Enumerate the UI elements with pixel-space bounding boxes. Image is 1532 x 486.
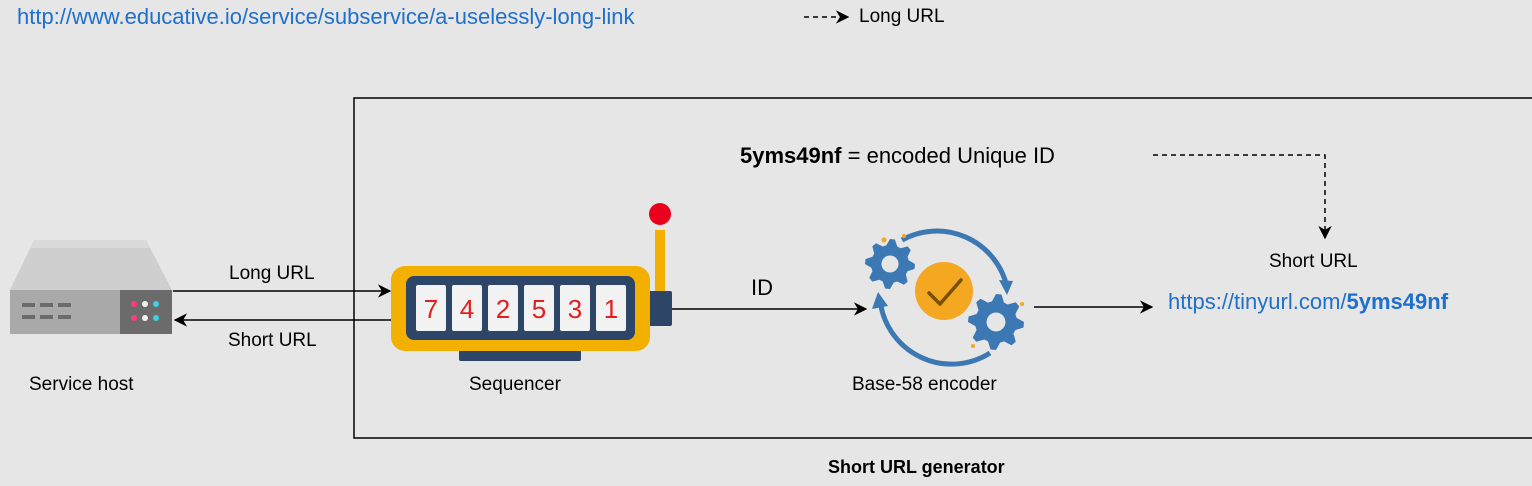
encoded-note-arrow — [1153, 154, 1332, 240]
server-icon — [10, 240, 172, 334]
gear-icon — [968, 294, 1024, 350]
id-label: ID — [751, 275, 773, 300]
service-host-label: Service host — [29, 374, 134, 395]
sequencer-digit: 2 — [496, 294, 510, 324]
long-url-caption: Long URL — [859, 6, 945, 27]
sequencer-digit: 3 — [568, 294, 582, 324]
sequencer-digit: 4 — [460, 294, 474, 324]
sequencer-digit: 1 — [604, 294, 618, 324]
sequencer-digit: 5 — [532, 294, 546, 324]
long-link-text[interactable]: http://www.educative.io/service/subservi… — [17, 4, 635, 29]
sequencer-reel — [524, 285, 554, 331]
encoded-note-text: = encoded Unique ID — [841, 143, 1055, 168]
short-url-prefix: https://tinyurl.com/ — [1168, 289, 1347, 314]
sequencer-reel — [560, 285, 590, 331]
encoded-note: 5yms49nf = encoded Unique ID — [740, 145, 1055, 167]
sequencer-reel — [596, 285, 626, 331]
encoder-label: Base-58 encoder — [852, 374, 997, 395]
generator-box — [353, 97, 1532, 439]
short-url-code: 5yms49nf — [1346, 289, 1449, 314]
request-label: Long URL — [229, 263, 315, 284]
generator-label: Short URL generator — [828, 457, 1005, 477]
sequencer-reel — [452, 285, 482, 331]
short-url-caption: Short URL — [1269, 251, 1358, 272]
encoder-icon — [865, 228, 1024, 367]
sequencer-reel — [416, 285, 446, 331]
gear-icon — [865, 239, 915, 289]
response-label: Short URL — [228, 330, 317, 351]
encoded-code: 5yms49nf — [740, 143, 842, 168]
sequencer-digit: 7 — [424, 294, 438, 324]
short-url-link[interactable]: https://tinyurl.com/5yms49nf — [1168, 291, 1448, 313]
sequencer-reel — [488, 285, 518, 331]
sequencer-label: Sequencer — [469, 374, 561, 395]
